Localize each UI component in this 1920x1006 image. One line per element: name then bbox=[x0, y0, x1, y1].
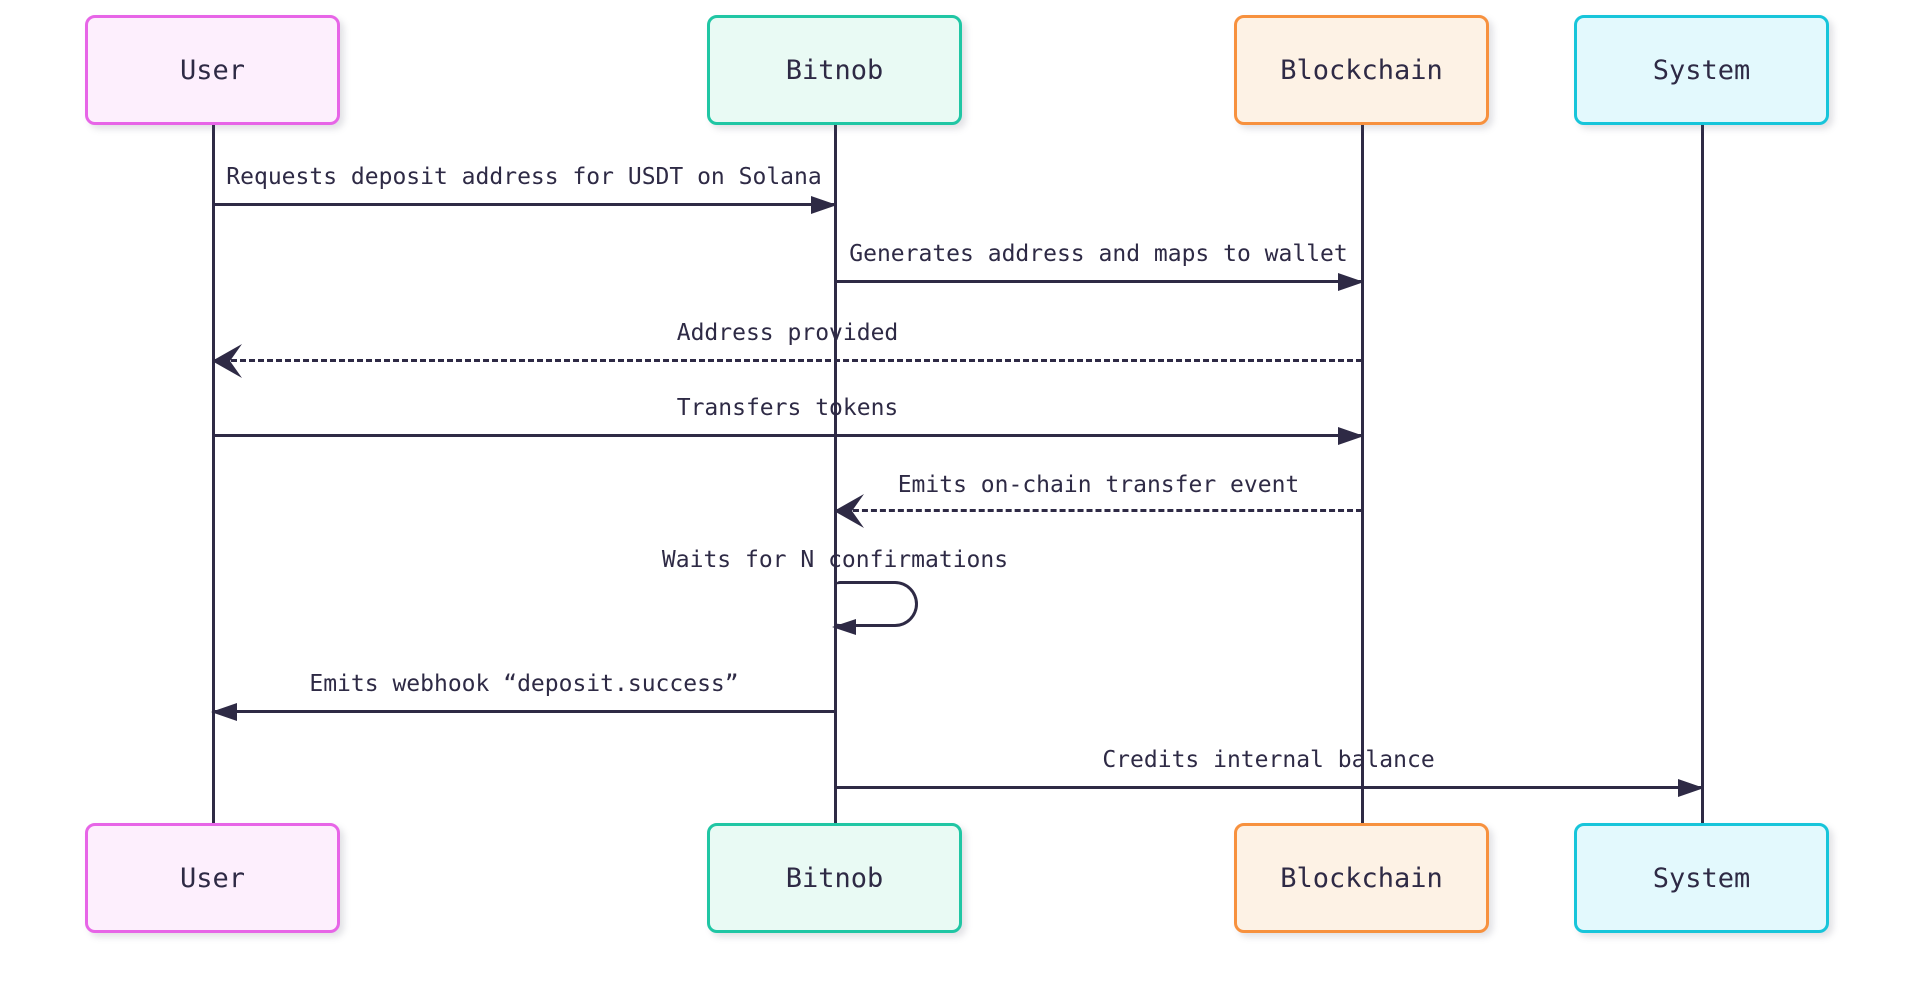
arrowhead-right-icon bbox=[811, 196, 837, 214]
arrowhead-right-icon bbox=[1338, 273, 1364, 291]
actor-box-user-bottom: User bbox=[85, 823, 340, 933]
actor-label-user: User bbox=[179, 862, 246, 894]
message-label: Waits for N confirmations bbox=[661, 547, 1009, 573]
arrowhead-left-icon bbox=[834, 494, 864, 528]
message-label: Address provided bbox=[676, 320, 899, 346]
message-arrow bbox=[213, 196, 837, 214]
message-label: Emits on-chain transfer event bbox=[897, 472, 1300, 498]
arrowhead-right-icon bbox=[1338, 427, 1364, 445]
actor-label-user: User bbox=[179, 54, 246, 86]
actor-box-system-top: System bbox=[1574, 15, 1829, 125]
actor-box-bitnob-bottom: Bitnob bbox=[707, 823, 962, 933]
actor-box-system-bottom: System bbox=[1574, 823, 1829, 933]
message-label: Requests deposit address for USDT on Sol… bbox=[226, 164, 822, 190]
message-arrow bbox=[211, 703, 835, 721]
message-label: Credits internal balance bbox=[1102, 747, 1435, 773]
actor-label-bitnob: Bitnob bbox=[785, 862, 884, 894]
self-loop-arrow bbox=[832, 581, 918, 635]
arrowhead-left-icon bbox=[211, 703, 237, 721]
lifeline-blockchain bbox=[1360, 125, 1364, 824]
lifeline-user bbox=[211, 125, 215, 824]
actor-label-blockchain: Blockchain bbox=[1280, 862, 1443, 894]
actor-label-system: System bbox=[1652, 54, 1751, 86]
actor-box-blockchain-bottom: Blockchain bbox=[1234, 823, 1489, 933]
message-arrow bbox=[835, 273, 1364, 291]
message-arrow bbox=[834, 494, 1362, 528]
message-arrow bbox=[835, 779, 1704, 797]
message-label: Transfers tokens bbox=[676, 395, 899, 421]
message-arrow bbox=[213, 427, 1364, 445]
arrowhead-right-icon bbox=[1678, 779, 1704, 797]
arrowhead-left-icon bbox=[212, 344, 242, 378]
lifeline-system bbox=[1700, 125, 1704, 824]
actor-label-bitnob: Bitnob bbox=[785, 54, 884, 86]
actor-label-system: System bbox=[1652, 862, 1751, 894]
message-label: Generates address and maps to wallet bbox=[849, 241, 1348, 267]
actor-label-blockchain: Blockchain bbox=[1280, 54, 1443, 86]
arrowhead-left-icon bbox=[832, 619, 856, 635]
message-arrow bbox=[212, 344, 1362, 378]
actor-box-user-top: User bbox=[85, 15, 340, 125]
message-label: Emits webhook “deposit.success” bbox=[309, 671, 739, 697]
actor-box-blockchain-top: Blockchain bbox=[1234, 15, 1489, 125]
actor-box-bitnob-top: Bitnob bbox=[707, 15, 962, 125]
lifeline-bitnob bbox=[833, 125, 837, 824]
